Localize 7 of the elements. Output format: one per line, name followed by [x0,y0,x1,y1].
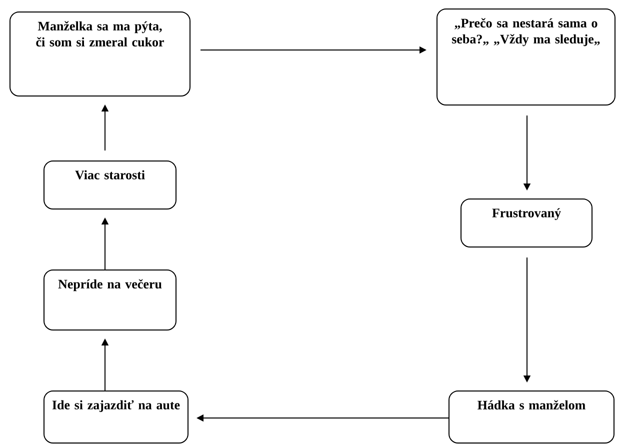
process-box: Viac starosti [44,160,176,210]
process-box: Frustrovaný [460,198,592,248]
process-box: „Prečo sa nestará sama o seba?„ „Vždy ma sleduje„ [436,8,616,106]
process-box: Nepríde na večeru [44,270,176,330]
process-box: Ide si zajazdiť na aute [44,390,188,444]
process-box: Hádka s manželom [448,390,614,444]
process-box: Manželka sa ma pýta, či som si zmeral cukor [10,12,190,96]
